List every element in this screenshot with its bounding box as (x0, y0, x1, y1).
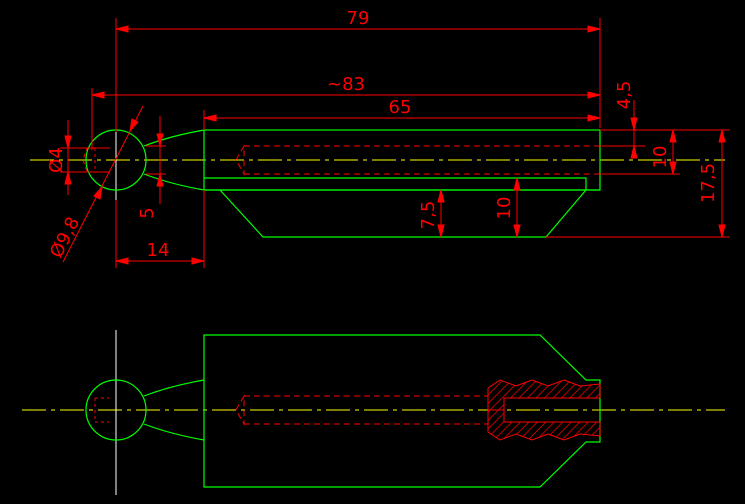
ball-hole-bottom (94, 397, 109, 423)
dim-d98-label: Ø9,8 (46, 214, 84, 262)
dim-75-label: 7,5 (418, 201, 439, 230)
arrow (115, 257, 129, 265)
dim-5-label: 5 (137, 207, 158, 218)
dimensions: 79 ~83 65 4,5 10 17,5 (46, 8, 730, 268)
arrow (203, 114, 217, 122)
neck-outline (143, 129, 205, 191)
arrow (587, 114, 601, 122)
bore-hidden (235, 144, 600, 176)
arrow (129, 118, 139, 133)
dim-45-label: 4,5 (614, 81, 635, 110)
dim-14-label: 14 (147, 240, 170, 261)
dim-175-label: 17,5 (698, 163, 719, 203)
dim-d4-label: Ø4 (46, 147, 67, 173)
arrow (587, 25, 601, 33)
dim-83-label: ~83 (327, 74, 365, 95)
ball-outline-bottom (85, 379, 147, 441)
arrow (630, 117, 638, 131)
arrow (191, 257, 205, 265)
arrow (156, 173, 164, 187)
neck-outline-bottom (143, 379, 205, 441)
dim-10-label: 10 (650, 146, 671, 169)
dim-10b-label: 10 (494, 197, 515, 220)
dim-79-label: 79 (347, 8, 370, 29)
arrow (93, 185, 103, 200)
arrow (718, 224, 726, 238)
top-view (30, 110, 725, 238)
dim-65-label: 65 (389, 97, 412, 118)
arrow (513, 224, 521, 238)
arrow (437, 224, 445, 238)
arrow (718, 129, 726, 143)
thread-section-top (487, 379, 601, 411)
arrow (669, 161, 677, 175)
arrow (630, 145, 638, 159)
arrow (587, 91, 601, 99)
thread-section-bottom (487, 409, 601, 441)
arrow (513, 177, 521, 191)
arrow (91, 91, 105, 99)
arrow (64, 171, 72, 185)
bore-hidden-bottom (235, 394, 488, 426)
flange-outline (204, 177, 600, 238)
arrow (669, 129, 677, 143)
arrow (437, 189, 445, 203)
arrow (156, 133, 164, 147)
arrow (115, 25, 129, 33)
arrow (64, 135, 72, 149)
bottom-view (22, 330, 725, 495)
body-outline-bottom (203, 334, 601, 488)
